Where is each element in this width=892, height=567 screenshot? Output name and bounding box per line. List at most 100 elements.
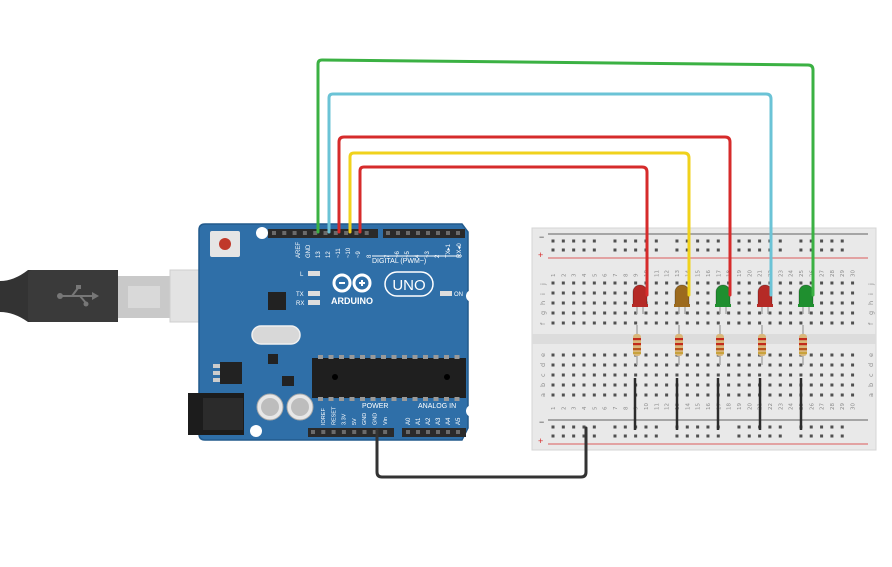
breadboard-hole[interactable] — [789, 311, 793, 315]
wire-12-to-led-4[interactable] — [327, 92, 773, 297]
breadboard-hole[interactable] — [778, 239, 782, 243]
breadboard-hole[interactable] — [675, 373, 679, 377]
breadboard-hole[interactable] — [561, 321, 565, 325]
breadboard-hole[interactable] — [768, 373, 772, 377]
header-pin[interactable] — [302, 231, 307, 235]
breadboard-hole[interactable] — [572, 239, 576, 243]
breadboard-hole[interactable] — [706, 321, 710, 325]
breadboard-hole[interactable] — [696, 281, 700, 285]
breadboard-hole[interactable] — [634, 311, 638, 315]
breadboard-hole[interactable] — [851, 373, 855, 377]
breadboard-hole[interactable] — [747, 321, 751, 325]
breadboard-hole[interactable] — [634, 248, 638, 252]
breadboard-hole[interactable] — [582, 239, 586, 243]
breadboard-hole[interactable] — [685, 383, 689, 387]
breadboard-hole[interactable] — [551, 373, 555, 377]
breadboard-hole[interactable] — [613, 301, 617, 305]
breadboard-hole[interactable] — [809, 281, 813, 285]
breadboard-hole[interactable] — [768, 363, 772, 367]
breadboard-hole[interactable] — [665, 321, 669, 325]
breadboard-hole[interactable] — [572, 311, 576, 315]
header-pin[interactable] — [416, 430, 420, 434]
breadboard-hole[interactable] — [747, 311, 751, 315]
breadboard-hole[interactable] — [851, 393, 855, 397]
breadboard-hole[interactable] — [768, 311, 772, 315]
breadboard-hole[interactable] — [809, 239, 813, 243]
breadboard-hole[interactable] — [820, 353, 824, 357]
breadboard-hole[interactable] — [572, 353, 576, 357]
breadboard-hole[interactable] — [820, 425, 824, 429]
breadboard-hole[interactable] — [551, 301, 555, 305]
breadboard-hole[interactable] — [799, 311, 803, 315]
breadboard-hole[interactable] — [654, 393, 658, 397]
breadboard-hole[interactable] — [727, 373, 731, 377]
wire-13-to-led-5[interactable] — [316, 58, 815, 297]
breadboard-hole[interactable] — [851, 311, 855, 315]
breadboard-hole[interactable] — [654, 239, 658, 243]
breadboard-hole[interactable] — [675, 281, 679, 285]
breadboard-hole[interactable] — [675, 248, 679, 252]
breadboard-hole[interactable] — [685, 373, 689, 377]
breadboard-hole[interactable] — [634, 321, 638, 325]
breadboard-hole[interactable] — [623, 311, 627, 315]
resistor[interactable] — [716, 325, 724, 365]
breadboard-hole[interactable] — [851, 301, 855, 305]
breadboard-hole[interactable] — [685, 311, 689, 315]
breadboard-hole[interactable] — [613, 239, 617, 243]
breadboard-hole[interactable] — [820, 281, 824, 285]
breadboard-hole[interactable] — [551, 239, 555, 243]
breadboard-hole[interactable] — [830, 353, 834, 357]
breadboard-hole[interactable] — [654, 321, 658, 325]
breadboard-hole[interactable] — [665, 301, 669, 305]
breadboard-hole[interactable] — [644, 373, 648, 377]
resistor[interactable] — [633, 325, 641, 365]
header-pin[interactable] — [406, 430, 410, 434]
breadboard-hole[interactable] — [747, 239, 751, 243]
wire-pwm11-to-led-3[interactable] — [337, 135, 732, 297]
breadboard-hole[interactable] — [623, 383, 627, 387]
breadboard-hole[interactable] — [665, 353, 669, 357]
breadboard-hole[interactable] — [644, 434, 648, 438]
breadboard-hole[interactable] — [840, 373, 844, 377]
wire-pwm9-to-led-1[interactable] — [358, 165, 649, 297]
breadboard-hole[interactable] — [706, 239, 710, 243]
breadboard-hole[interactable] — [799, 239, 803, 243]
header-pin[interactable] — [344, 231, 349, 235]
breadboard-hole[interactable] — [561, 291, 565, 295]
breadboard-hole[interactable] — [747, 353, 751, 357]
breadboard-hole[interactable] — [778, 383, 782, 387]
breadboard-hole[interactable] — [551, 383, 555, 387]
breadboard-hole[interactable] — [758, 321, 762, 325]
breadboard-hole[interactable] — [561, 248, 565, 252]
breadboard-hole[interactable] — [654, 311, 658, 315]
breadboard-hole[interactable] — [561, 383, 565, 387]
breadboard-hole[interactable] — [758, 311, 762, 315]
breadboard-hole[interactable] — [809, 434, 813, 438]
breadboard-hole[interactable] — [613, 373, 617, 377]
breadboard-hole[interactable] — [799, 434, 803, 438]
breadboard-hole[interactable] — [582, 291, 586, 295]
breadboard-hole[interactable] — [623, 248, 627, 252]
breadboard-hole[interactable] — [789, 393, 793, 397]
breadboard-hole[interactable] — [696, 291, 700, 295]
header-pin[interactable] — [354, 231, 359, 235]
breadboard-hole[interactable] — [551, 393, 555, 397]
breadboard-hole[interactable] — [778, 321, 782, 325]
breadboard-hole[interactable] — [551, 434, 555, 438]
breadboard-hole[interactable] — [706, 363, 710, 367]
breadboard-hole[interactable] — [747, 281, 751, 285]
breadboard-hole[interactable] — [737, 291, 741, 295]
header-pin[interactable] — [272, 231, 276, 235]
header-pin[interactable] — [456, 430, 460, 434]
breadboard-hole[interactable] — [551, 291, 555, 295]
header-pin[interactable] — [352, 430, 357, 434]
breadboard-hole[interactable] — [654, 281, 658, 285]
breadboard-hole[interactable] — [592, 363, 596, 367]
resistor[interactable] — [675, 325, 683, 365]
breadboard-hole[interactable] — [685, 363, 689, 367]
breadboard-hole[interactable] — [830, 248, 834, 252]
breadboard-hole[interactable] — [675, 311, 679, 315]
breadboard-hole[interactable] — [840, 425, 844, 429]
breadboard-hole[interactable] — [551, 363, 555, 367]
